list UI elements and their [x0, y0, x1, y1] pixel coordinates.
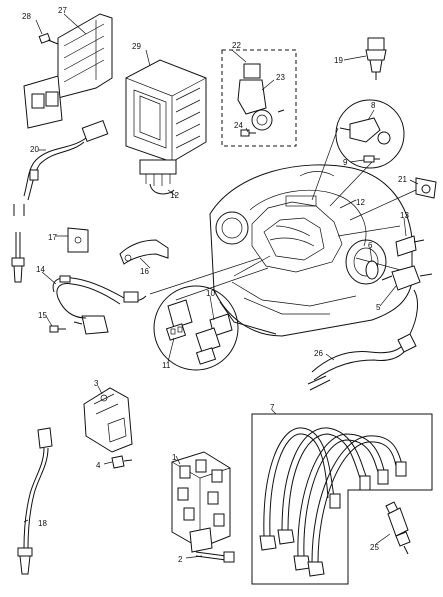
callout-10: 10 [206, 289, 215, 298]
car-front-engine-bay [209, 164, 413, 337]
detail-circle-10-11 [153, 285, 239, 371]
crank-sensor-8 [339, 117, 391, 145]
callout-leaders [23, 13, 419, 559]
lambda-sensor-18 [17, 427, 53, 575]
bolt-15 [49, 325, 66, 333]
callout-12-upper: 12 [170, 191, 179, 200]
callout-14: 14 [36, 265, 45, 274]
callout-8: 8 [371, 101, 376, 110]
idle-air-control-valve [237, 63, 285, 131]
callout-21: 21 [398, 175, 407, 184]
callout-15: 15 [38, 311, 47, 320]
callout-22: 22 [232, 41, 241, 50]
callout-2: 2 [178, 555, 183, 564]
callout-29: 29 [132, 42, 141, 51]
callout-labels: 28 27 29 22 23 24 19 8 9 21 12 12 20 13 … [22, 6, 409, 564]
leader-lines-bay [149, 127, 417, 301]
group-22-box [221, 49, 297, 147]
callout-7: 7 [270, 403, 275, 412]
bolt-28 [38, 32, 59, 45]
bracket-17 [67, 227, 89, 253]
callout-9: 9 [343, 158, 348, 167]
sensor-5 [381, 265, 433, 291]
spark-plug-25 [385, 501, 411, 555]
temperature-probe-left [11, 232, 25, 283]
temperature-sensor-10 [195, 313, 233, 365]
harness-connector-20 [13, 120, 109, 216]
callout-24: 24 [234, 121, 243, 130]
callout-16: 16 [140, 267, 149, 276]
callout-17: 17 [48, 233, 57, 242]
sensor-19 [365, 37, 387, 80]
bolt-4 [111, 455, 133, 469]
callout-27: 27 [58, 6, 67, 15]
callout-11: 11 [162, 361, 171, 370]
harness-26 [307, 289, 418, 391]
callout-12-lower: 12 [356, 198, 365, 207]
bolt-2 [195, 551, 235, 563]
washer-6 [365, 260, 379, 280]
distributor-cap-1 [171, 451, 231, 553]
callout-1: 1 [172, 453, 177, 462]
sensor-13 [395, 235, 425, 257]
callout-18: 18 [38, 519, 47, 528]
callout-3: 3 [94, 379, 99, 388]
screw-24 [240, 129, 256, 137]
sensor-harness-14 [52, 275, 147, 335]
sensor-21 [415, 177, 437, 199]
bracket-3 [83, 387, 133, 453]
callout-20: 20 [30, 145, 39, 154]
callout-13: 13 [400, 211, 409, 220]
bolt-9 [363, 155, 380, 163]
group-7-box [251, 413, 433, 585]
bracket-16 [119, 239, 169, 265]
callout-28: 28 [22, 12, 31, 21]
callout-26: 26 [314, 349, 323, 358]
ht-leads-7 [259, 427, 407, 577]
ecu-module [125, 59, 207, 195]
temperature-sensor-11 [165, 299, 193, 341]
callout-4: 4 [96, 461, 101, 470]
callout-19: 19 [334, 56, 343, 65]
callout-5: 5 [376, 303, 381, 312]
callout-23: 23 [276, 73, 285, 82]
callout-6: 6 [368, 241, 373, 250]
ecu-mounting-bracket [23, 13, 113, 129]
callout-25: 25 [370, 543, 379, 552]
